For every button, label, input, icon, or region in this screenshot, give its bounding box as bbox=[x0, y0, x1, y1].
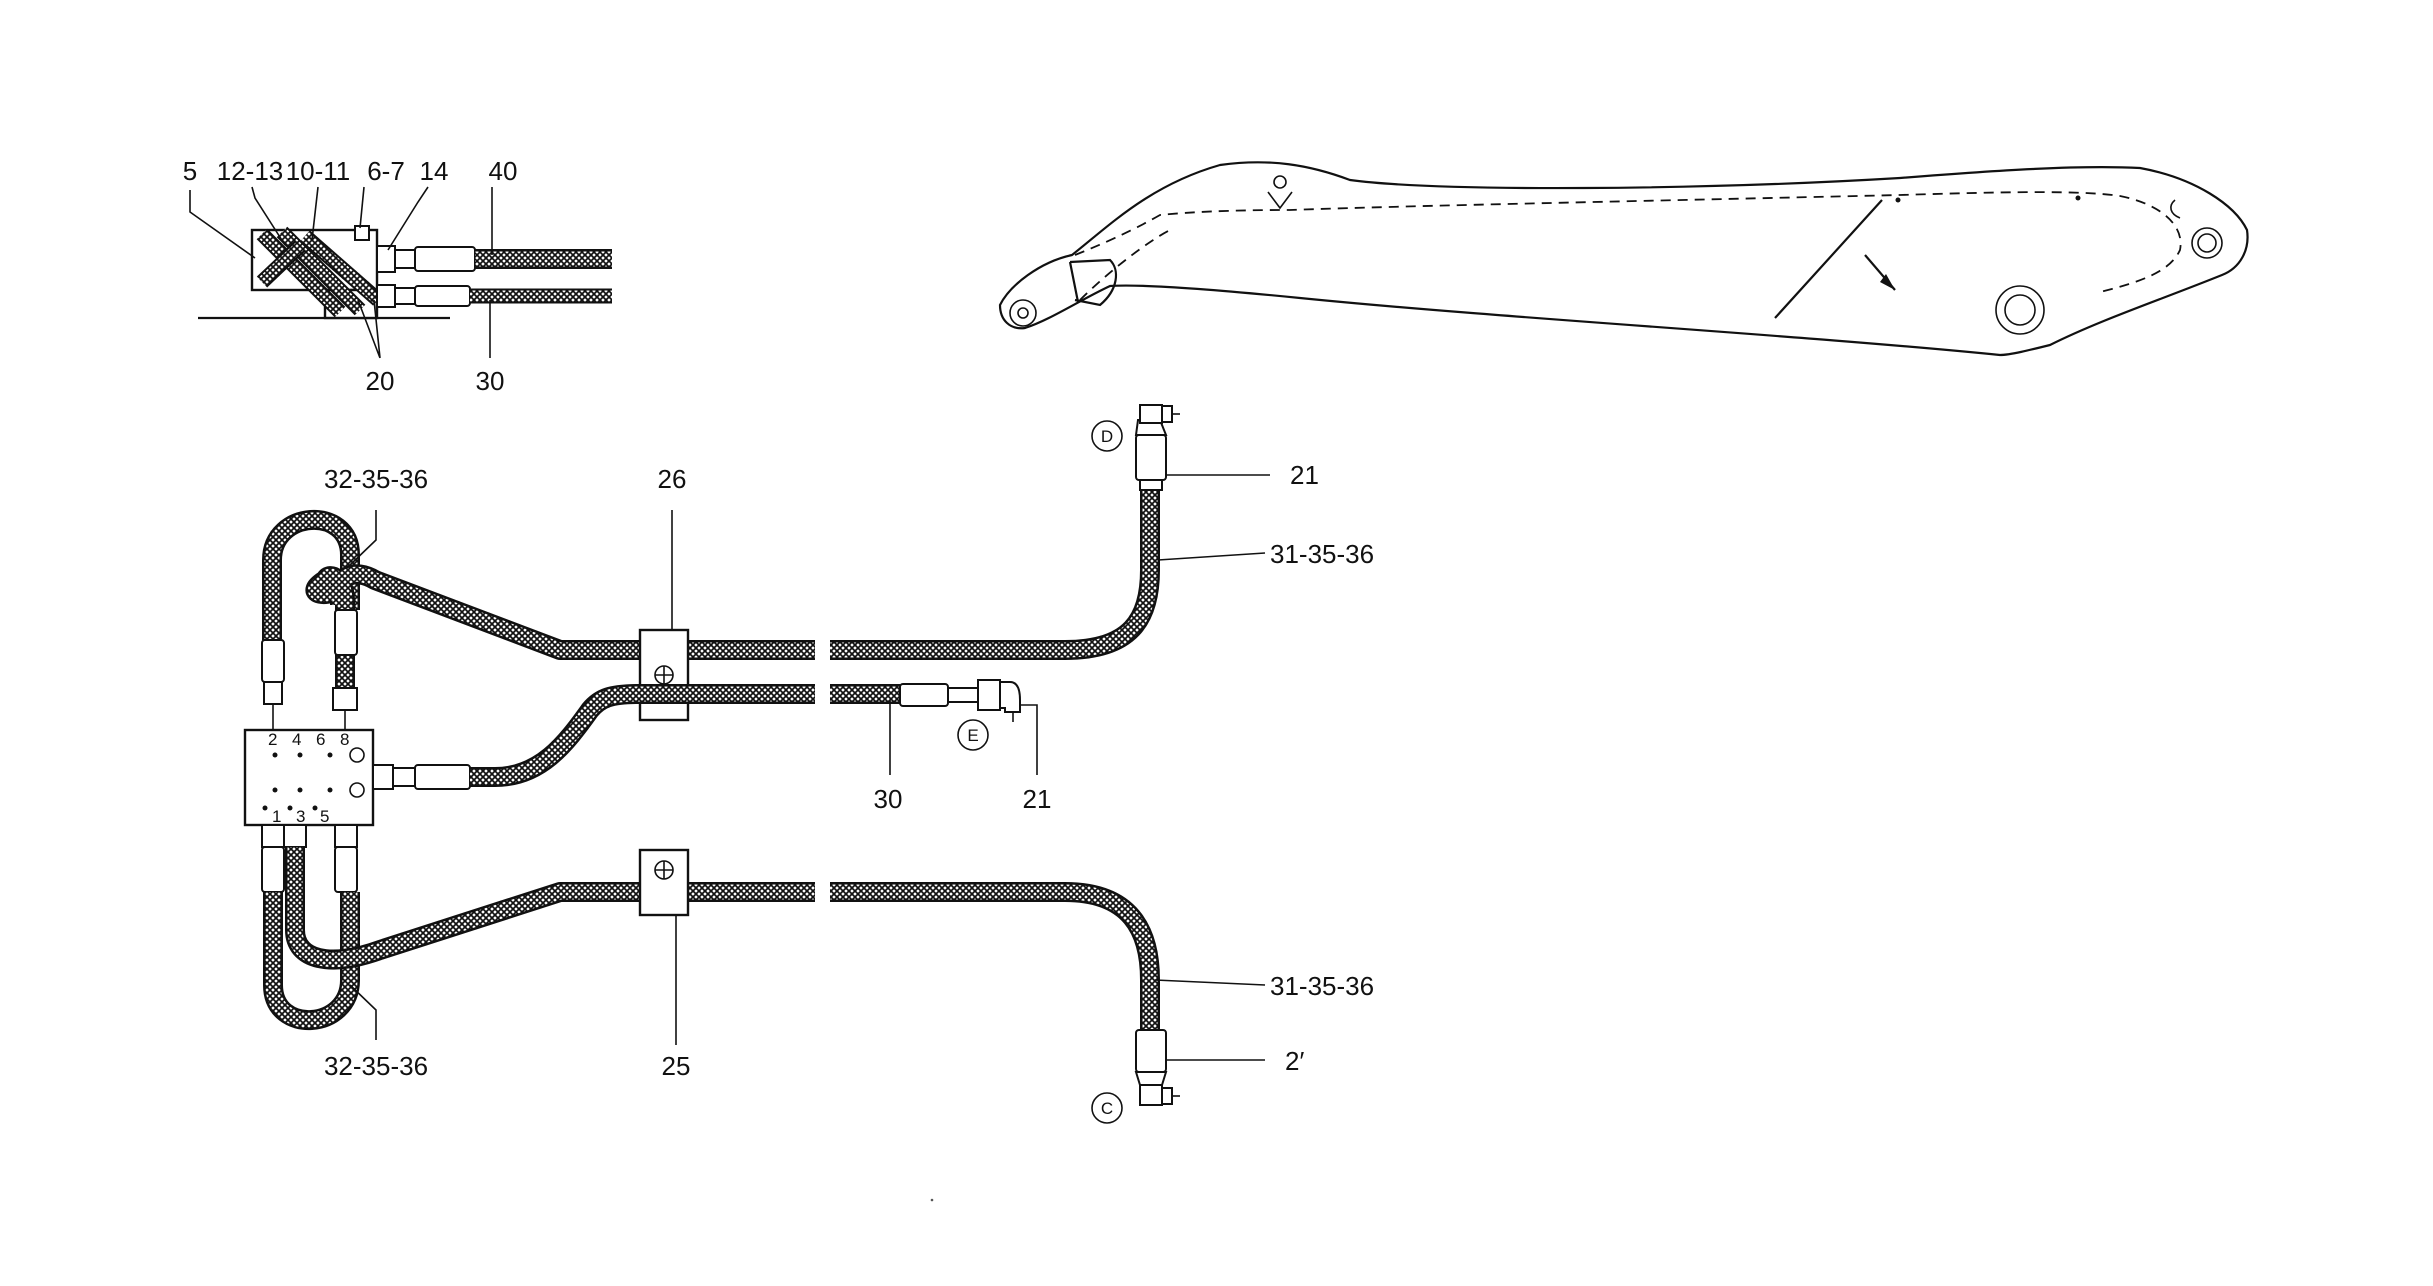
boom-rear-pin bbox=[2191, 227, 2223, 259]
upper-left-nut bbox=[263, 681, 283, 705]
hose-30-ferrule bbox=[899, 683, 949, 707]
detail-port-plug bbox=[354, 225, 370, 241]
port-d-circle bbox=[1091, 420, 1123, 452]
fitting-21-top-ferrule bbox=[1135, 434, 1167, 481]
detail-adapter-lower bbox=[394, 287, 416, 305]
mid-block-nut bbox=[372, 764, 394, 790]
detail-ferrule-upper bbox=[414, 246, 476, 272]
boom-arm-outline bbox=[998, 161, 2249, 357]
lower-left-nut bbox=[261, 824, 285, 848]
hose-30-adapter bbox=[947, 687, 979, 703]
label-25: 25 bbox=[662, 1051, 691, 1081]
block-port-1: 1 bbox=[272, 807, 281, 826]
port-e-circle bbox=[957, 719, 989, 751]
upper-left-ferrule bbox=[261, 639, 285, 683]
fitting-2-ferrule bbox=[1135, 1029, 1167, 1073]
mid-ferrule bbox=[414, 764, 471, 790]
upper-right-ferrule bbox=[334, 609, 358, 656]
distribution-block bbox=[243, 728, 375, 827]
label-31-35-36-bottom: 31-35-36 bbox=[1270, 971, 1374, 1001]
label-10-11: 10-11 bbox=[286, 156, 351, 186]
lower-mid-nut bbox=[283, 824, 307, 848]
upper-right-nut bbox=[332, 687, 358, 711]
lower-left-ferrule bbox=[261, 846, 285, 893]
label-30-detail: 30 bbox=[476, 366, 505, 396]
mid-adapter bbox=[392, 767, 416, 787]
label-14: 14 bbox=[420, 156, 449, 186]
elbow-e bbox=[999, 681, 1021, 713]
boom-pivot-pin bbox=[1995, 285, 2045, 335]
label-21-top: 21 bbox=[1290, 460, 1319, 490]
port-e-label: E bbox=[967, 726, 978, 745]
elbow-d-body bbox=[1139, 404, 1163, 424]
block-port-2: 2 bbox=[268, 730, 277, 749]
stray-dot bbox=[930, 1198, 934, 1202]
block-plug-top bbox=[349, 747, 365, 763]
block-plug-mid bbox=[349, 782, 365, 798]
detail-nut-lower bbox=[376, 284, 396, 308]
block-port-8: 8 bbox=[340, 730, 349, 749]
valve-detail-view: 5 12-13 10-11 6-7 14 40 20 30 bbox=[183, 156, 612, 396]
block-port-markers bbox=[262, 752, 333, 811]
block-port-5: 5 bbox=[320, 807, 329, 826]
label-31-35-36-top: 31-35-36 bbox=[1270, 539, 1374, 569]
lower-right-nut bbox=[334, 824, 358, 848]
label-2-prime: 2′ bbox=[1285, 1046, 1304, 1076]
label-20: 20 bbox=[366, 366, 395, 396]
block-port-4: 4 bbox=[292, 730, 301, 749]
main-hose-routing: 2 4 6 8 1 3 5 bbox=[243, 404, 1374, 1124]
label-40: 40 bbox=[489, 156, 518, 186]
detail-nut-upper bbox=[376, 245, 396, 273]
label-21-mid: 21 bbox=[1023, 784, 1052, 814]
port-c-label: C bbox=[1101, 1099, 1113, 1118]
port-d-label: D bbox=[1101, 427, 1113, 446]
detail-ferrule-lower bbox=[414, 285, 471, 307]
block-port-6: 6 bbox=[316, 730, 325, 749]
label-32-35-36-top: 32-35-36 bbox=[324, 464, 428, 494]
block-port-3: 3 bbox=[296, 807, 305, 826]
elbow-c-body bbox=[1139, 1084, 1163, 1106]
lower-right-ferrule bbox=[334, 846, 358, 893]
label-26: 26 bbox=[658, 464, 687, 494]
label-32-35-36-bottom: 32-35-36 bbox=[324, 1051, 428, 1081]
detail-adapter-upper bbox=[394, 249, 416, 269]
label-30: 30 bbox=[874, 784, 903, 814]
boom-end-pin bbox=[1009, 299, 1037, 327]
label-12-13: 12-13 bbox=[217, 156, 284, 186]
label-6-7: 6-7 bbox=[367, 156, 405, 186]
label-5: 5 bbox=[183, 156, 197, 186]
port-c-circle bbox=[1091, 1092, 1123, 1124]
elbow-e-nut bbox=[977, 679, 1001, 711]
clamp-25 bbox=[638, 848, 690, 917]
detail-diagonal-hoses bbox=[256, 226, 383, 318]
